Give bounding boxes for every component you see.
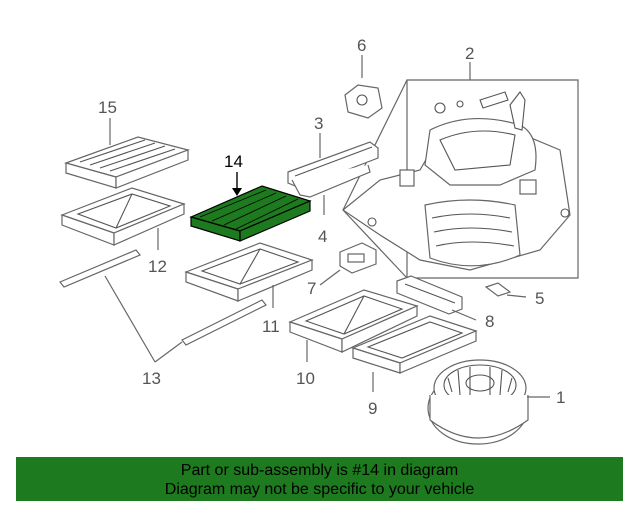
callout-2: 2: [465, 44, 474, 63]
callout-12: 12: [148, 257, 167, 276]
part-9-filter-frame: [351, 315, 478, 392]
part-14-cabin-filter: [189, 172, 312, 242]
callout-labels: 2 6 15 3 14 4 12 7 5 11 8 13 10 1 9: [98, 36, 565, 418]
part-6-actuator: [344, 55, 383, 119]
callout-4: 4: [318, 227, 327, 246]
part-3-4-seals: [287, 133, 379, 215]
callout-3: 3: [314, 114, 323, 133]
callout-7: 7: [307, 279, 316, 298]
part-8-bracket: [396, 275, 477, 321]
part-5-clip: [484, 282, 527, 298]
part-1-blower-motor: [427, 359, 550, 445]
callout-8: 8: [485, 312, 494, 331]
parts-diagram: 2 6 15 3 14 4 12 7 5 11 8 13 10 1 9: [59, 36, 579, 445]
callout-10: 10: [296, 369, 315, 388]
part-12-filter-frame: [60, 187, 186, 250]
part-13-strips: [59, 249, 267, 363]
callout-1: 1: [556, 388, 565, 407]
part-11-filter-frame: [184, 242, 314, 308]
part-7-resistor: [319, 242, 377, 286]
callout-11: 11: [262, 317, 280, 336]
footer-banner: Part or sub-assembly is #14 in diagram D…: [16, 457, 623, 501]
part-10-filter-frame: [288, 289, 419, 362]
callout-6: 6: [357, 36, 366, 55]
part-2-heater-housing: [341, 62, 579, 279]
callout-9: 9: [368, 399, 377, 418]
callout-14: 14: [224, 152, 243, 171]
footer-line-2: Diagram may not be specific to your vehi…: [164, 481, 475, 498]
part-15-filter: [64, 118, 190, 189]
callout-5: 5: [535, 289, 544, 308]
callout-13: 13: [142, 369, 161, 388]
footer-line-1: Part or sub-assembly is #14 in diagram: [180, 462, 459, 479]
callout-15: 15: [98, 98, 117, 117]
